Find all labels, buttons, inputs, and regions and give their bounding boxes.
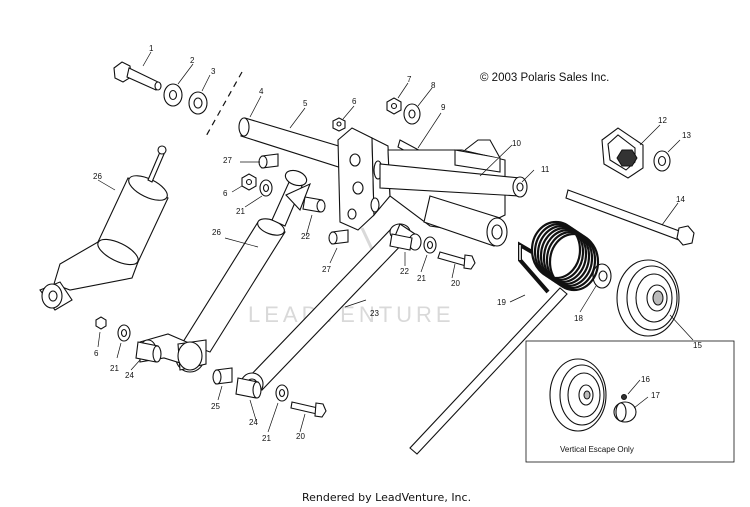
callout-26-a: 26 [93, 172, 102, 181]
part-1-bolt [113, 51, 162, 91]
copyright-notice: © 2003 Polaris Sales Inc. [480, 72, 609, 84]
callout-26-b: 26 [212, 228, 221, 237]
part-24-bushing-a [130, 341, 162, 371]
lower-rocker-arm [139, 333, 207, 371]
inset-wheel [549, 358, 607, 432]
part-19-torsion-spring [409, 220, 600, 455]
callout-12: 12 [658, 116, 667, 125]
callout-21-c: 21 [110, 364, 119, 373]
part-27-spacer-top [240, 153, 279, 169]
part-24-bushing-b [235, 377, 262, 421]
callout-11: 11 [541, 165, 550, 174]
callout-6-low: 6 [94, 349, 99, 358]
callout-22-a: 22 [301, 232, 310, 241]
callout-21-b: 21 [417, 274, 426, 283]
callout-23: 23 [370, 309, 379, 318]
part-21-washer-b [420, 236, 437, 273]
part-27-spacer-mid [328, 229, 349, 264]
svg-text:LEADVENTURE: LEADVENTURE [248, 302, 455, 327]
part-21-washer-a [244, 179, 273, 208]
part-10-bushing-tube [423, 195, 508, 247]
callout-17: 17 [651, 391, 660, 400]
part-6-nut-low [95, 316, 107, 348]
inset-caption: Vertical Escape Only [560, 445, 634, 454]
callout-21-d: 21 [262, 434, 271, 443]
callout-4: 4 [259, 87, 264, 96]
callout-1: 1 [149, 44, 154, 53]
part-3-washer [188, 74, 211, 115]
part-10-cross-tube [379, 144, 535, 198]
callout-19: 19 [497, 298, 506, 307]
part-8-washer [403, 87, 433, 125]
callout-16: 16 [641, 375, 650, 384]
part-15-idler-wheel [616, 259, 694, 341]
callout-27-b: 27 [322, 265, 331, 274]
callout-20-a: 20 [451, 279, 460, 288]
callout-27-a: 27 [223, 156, 232, 165]
callout-20-b: 20 [296, 432, 305, 441]
part-6-nut [332, 105, 355, 132]
callout-9: 9 [441, 103, 446, 112]
callout-13: 13 [682, 131, 691, 140]
callout-6-top: 6 [352, 97, 357, 106]
callout-24-a: 24 [125, 371, 134, 380]
part-14-long-bolt [565, 189, 695, 246]
part-21-washer-d [267, 384, 289, 433]
callout-14: 14 [676, 195, 685, 204]
footer-credit: Rendered by LeadVenture, Inc. [302, 491, 471, 504]
part-26-shock-absorber [39, 145, 169, 311]
part-5-shaft [238, 95, 353, 171]
part-20-bolt-a [437, 251, 476, 279]
callout-25: 25 [211, 402, 220, 411]
callout-18: 18 [574, 314, 583, 323]
callout-6-left: 6 [223, 189, 228, 198]
part-21-washer-c [116, 324, 131, 359]
callout-15: 15 [693, 341, 702, 350]
part-17-bushing [613, 396, 649, 423]
part-12-bumper [601, 124, 661, 179]
part-13-washer [653, 139, 681, 172]
part-2-washer [163, 63, 194, 107]
watermark: LEADVENTURE [248, 227, 455, 327]
callout-24-b: 24 [249, 418, 258, 427]
callout-3: 3 [211, 67, 216, 76]
callout-8: 8 [431, 81, 436, 90]
callout-10: 10 [512, 139, 521, 148]
callout-21-a: 21 [236, 207, 245, 216]
part-25-spacer [212, 367, 233, 401]
vertical-escape-inset: Vertical Escape Only [525, 340, 735, 463]
rear-bracket [337, 127, 391, 231]
part-6-nut-left [231, 173, 257, 193]
part-7-nut [386, 82, 409, 115]
axis-dashed-line [204, 71, 243, 139]
callout-5: 5 [303, 99, 308, 108]
part-22-bushing-b [389, 233, 413, 266]
callout-2: 2 [190, 56, 195, 65]
callout-22-b: 22 [400, 267, 409, 276]
part-16-insert [621, 379, 641, 400]
callout-labels: 1 2 3 4 5 6 6 6 7 8 9 10 11 12 13 14 15 … [93, 44, 702, 443]
part-20-bolt-b [290, 401, 327, 433]
callout-7: 7 [407, 75, 412, 84]
part-22-bushing-a [302, 196, 326, 237]
